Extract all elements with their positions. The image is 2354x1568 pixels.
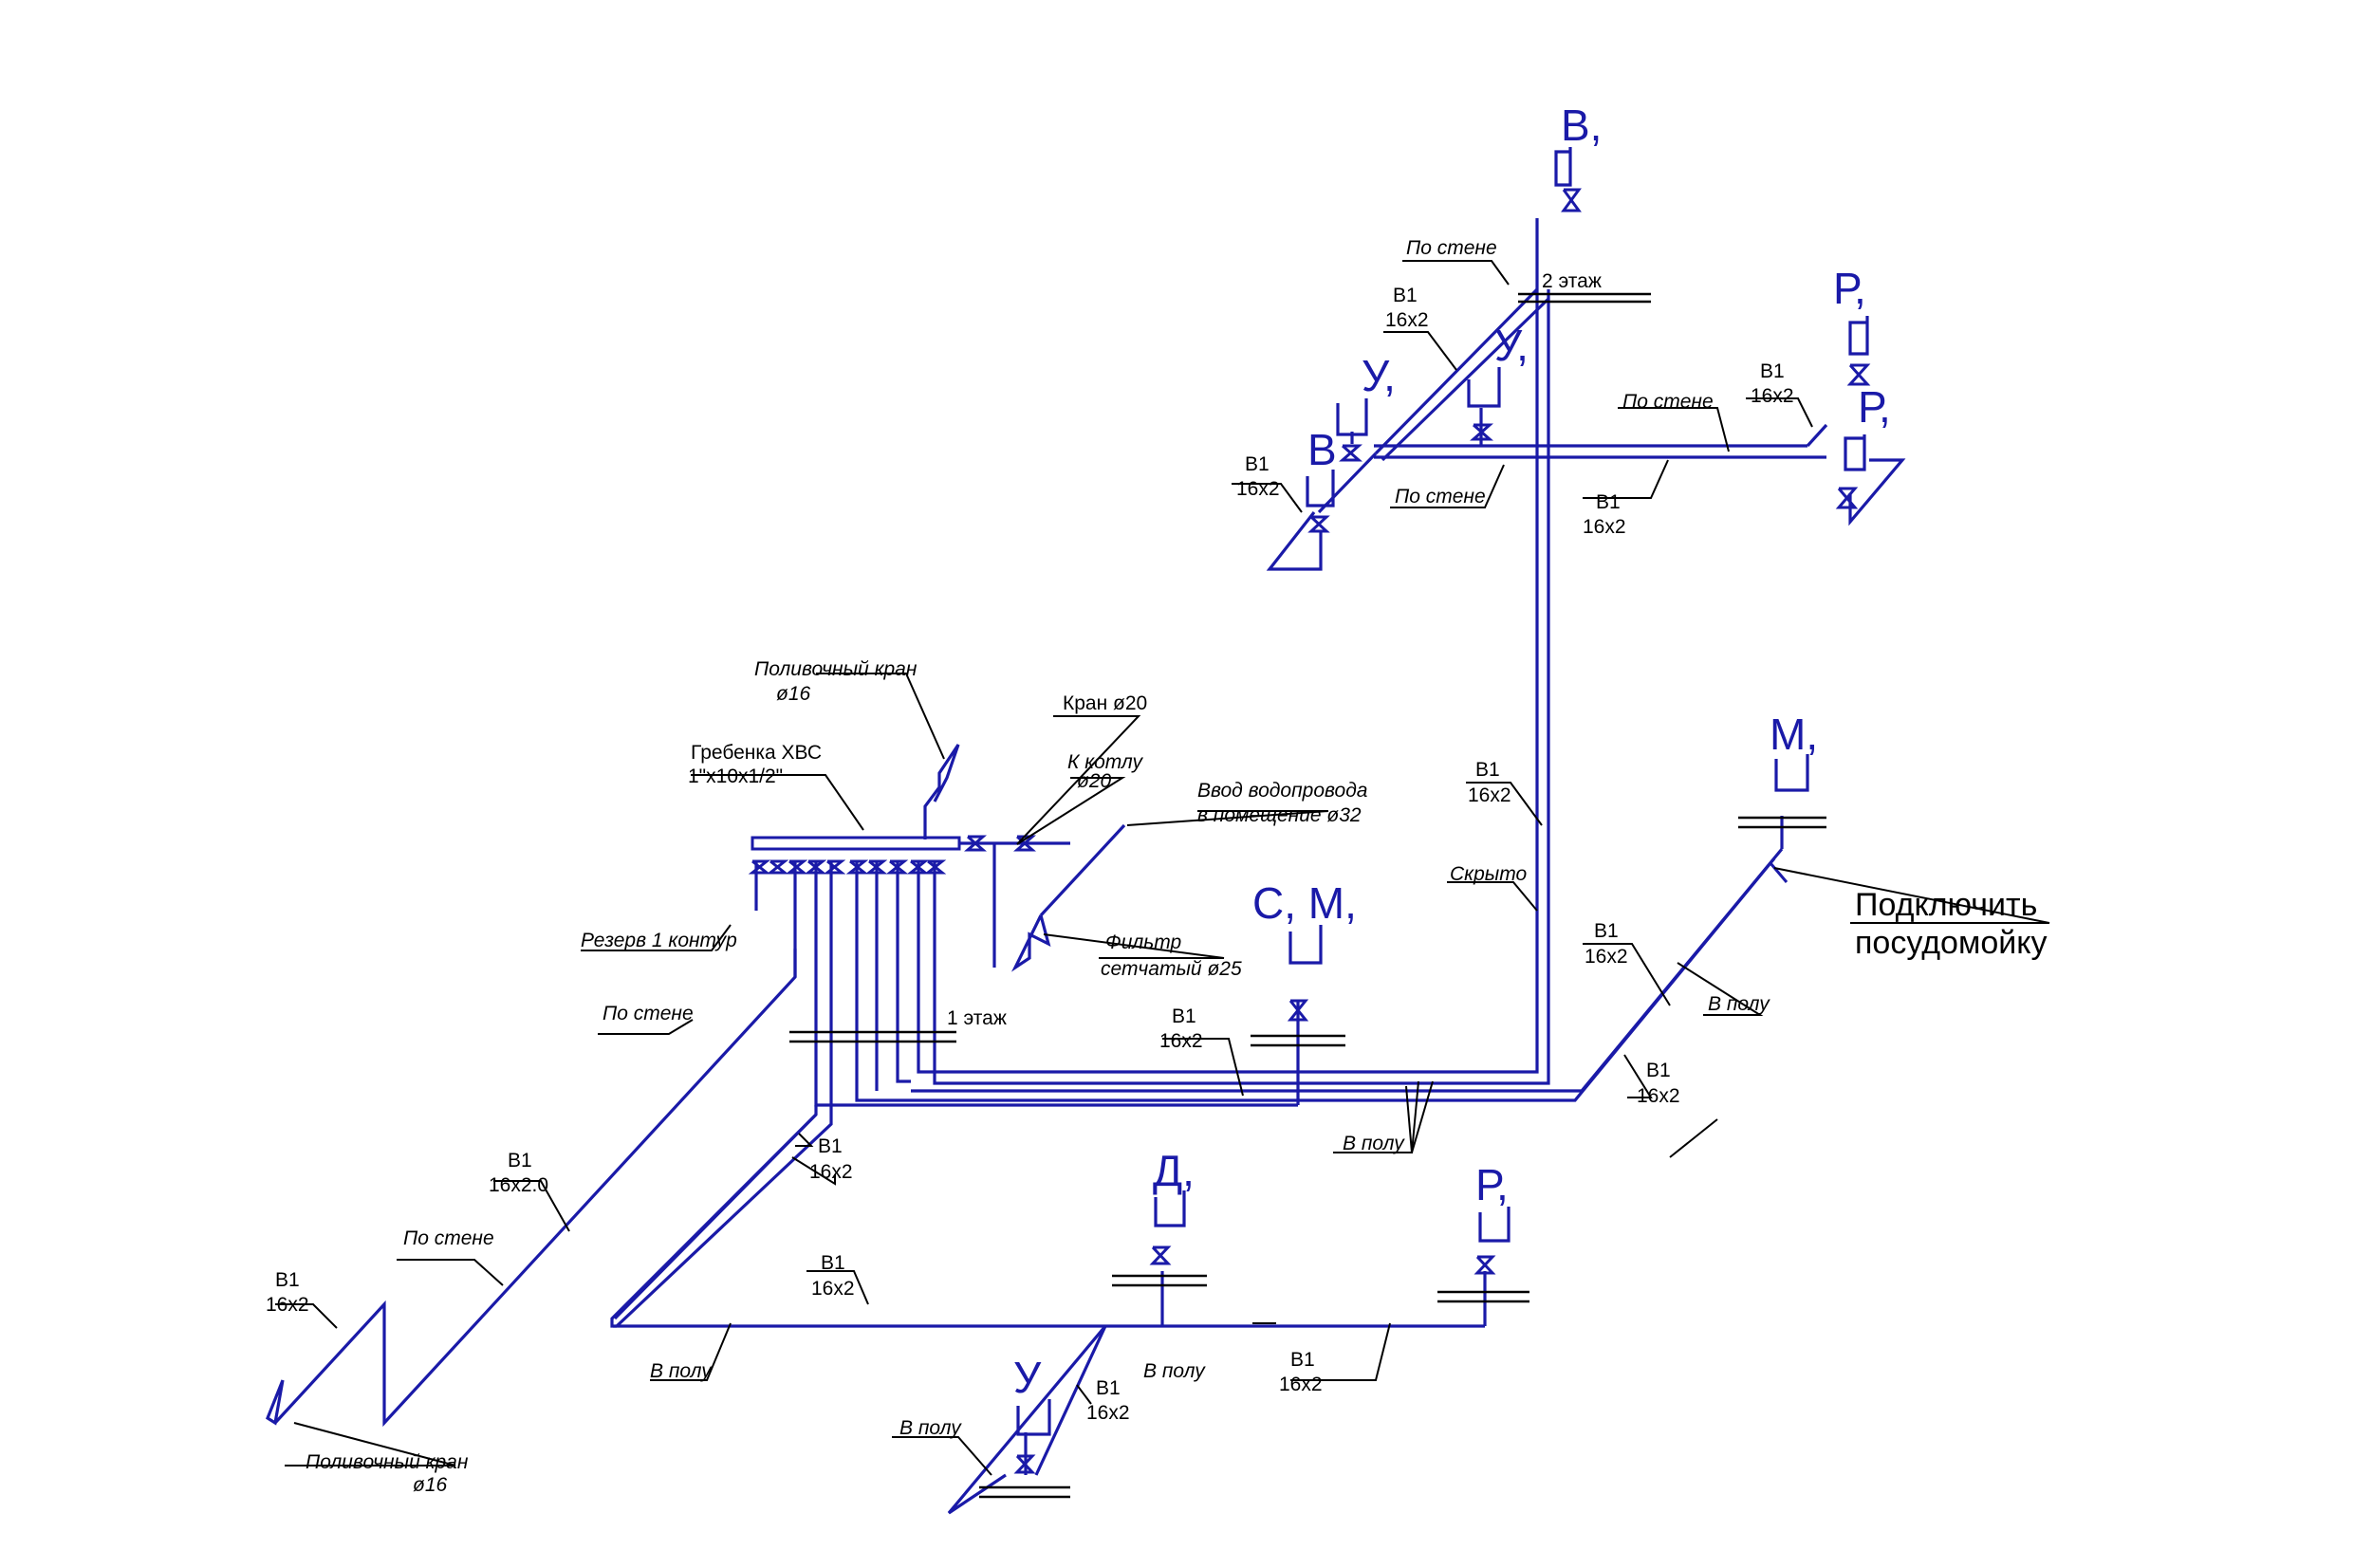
floor-marks	[789, 292, 1826, 1499]
label-on-wall-mid: По стене	[1395, 486, 1486, 507]
leader-lines	[275, 260, 2050, 1476]
fixture-r-lower: Р,	[1475, 1160, 1509, 1209]
label-on-wall-top: По стене	[1406, 237, 1497, 259]
pipe-network	[273, 218, 1828, 1515]
label-on-wall-left-2: По стене	[403, 1227, 494, 1249]
fixture-symbols	[266, 147, 1906, 1476]
label-filter: Фильтр	[1105, 932, 1181, 953]
label-b1-h: В1	[508, 1150, 532, 1171]
label-in-floor-b: В полу	[1343, 1133, 1405, 1154]
label-floor-2: 2 этаж	[1542, 270, 1602, 292]
label-16x2-i: 16х2	[266, 1294, 309, 1316]
label-b1-l: В1	[1290, 1349, 1315, 1371]
label-b1-j: В1	[818, 1135, 843, 1157]
labels: По стене 2 этаж В1 16х2 В1 16х2 По стене…	[266, 237, 2047, 1496]
label-in-floor-a: В полу	[1708, 993, 1770, 1015]
label-b1-d: В1	[1596, 491, 1621, 513]
label-b1-e: В1	[1594, 920, 1619, 942]
label-b1-i: В1	[275, 1269, 300, 1291]
label-b1-g: В1	[1172, 1005, 1196, 1027]
label-to-boiler-size: ø20	[1077, 770, 1112, 792]
label-b1-a: В1	[1393, 285, 1418, 306]
label-to-boiler: К котлу	[1067, 751, 1143, 773]
fixture-s-m: С, М,	[1252, 878, 1357, 928]
label-manifold-size: 1"х10х1/2"	[688, 766, 783, 787]
label-hose-tap-left: Поливочный кран	[306, 1451, 469, 1473]
label-hidden: Скрыто	[1450, 863, 1527, 885]
label-b1-f: В1	[1646, 1060, 1671, 1081]
fixture-r-right: Р,	[1858, 382, 1891, 432]
fixture-b-left: В	[1307, 425, 1337, 474]
fixture-u-left: У,	[1362, 351, 1396, 400]
label-16x2-f: 16х2	[1637, 1085, 1680, 1107]
label-on-wall-right: По стене	[1622, 391, 1714, 413]
fixture-r-top: Р,	[1833, 264, 1866, 313]
fixture-u-bottom: У	[1013, 1353, 1042, 1402]
label-on-wall-left: По стене	[602, 1003, 694, 1024]
label-16x2-c: 16х2	[1236, 478, 1280, 500]
fixture-u-mid: У,	[1494, 321, 1529, 370]
label-16x2-g: 16х2	[1159, 1030, 1203, 1052]
label-filter-sub: сетчатый ø25	[1101, 958, 1242, 980]
label-b1-riser: В1	[1475, 759, 1500, 781]
label-16x2-riser: 16х2	[1468, 784, 1511, 806]
label-inlet: Ввод водопровода	[1197, 780, 1367, 802]
label-16x2-k: 16х2	[811, 1278, 855, 1300]
label-16x2-e: 16х2	[1585, 946, 1628, 968]
label-floor-1: 1 этаж	[947, 1007, 1007, 1029]
label-16x2-j: 16х2	[809, 1161, 853, 1183]
label-hose-tap-top-size: ø16	[776, 683, 811, 705]
label-b1-b: В1	[1760, 360, 1785, 382]
label-16x2-0: 16х2.0	[489, 1174, 548, 1196]
label-16x2-b: 16х2	[1751, 385, 1794, 407]
label-b1-k: В1	[821, 1252, 845, 1274]
label-inlet-sub: в помещение ø32	[1197, 804, 1362, 826]
label-b1-m: В1	[1096, 1377, 1121, 1399]
label-16x2-m: 16х2	[1086, 1402, 1130, 1424]
fixture-letters: В, Р, Р, У, У, В М, С, М, Д, Р, У	[1013, 101, 1891, 1402]
label-in-floor-c: В полу	[650, 1360, 713, 1382]
fixture-b-top: В,	[1561, 101, 1602, 150]
label-in-floor-e: В полу	[899, 1417, 962, 1439]
fixture-d: Д,	[1153, 1146, 1195, 1195]
label-16x2-d: 16х2	[1583, 516, 1626, 538]
label-hose-tap-left-size: ø16	[413, 1474, 448, 1496]
label-connect-1: Подключить	[1855, 887, 2037, 923]
label-manifold: Гребенка ХВС	[691, 742, 822, 764]
label-16x2-a: 16х2	[1385, 309, 1429, 331]
label-hose-tap-top: Поливочный кран	[754, 658, 918, 680]
label-b1-c: В1	[1245, 453, 1270, 475]
label-reserve: Резерв 1 контур	[581, 930, 737, 951]
label-in-floor-d: В полу	[1143, 1360, 1206, 1382]
fixture-m: М,	[1770, 710, 1818, 759]
label-tap-20: Кран ø20	[1063, 692, 1147, 714]
label-16x2-l: 16х2	[1279, 1374, 1323, 1395]
label-connect-2: посудомойку	[1855, 925, 2047, 961]
